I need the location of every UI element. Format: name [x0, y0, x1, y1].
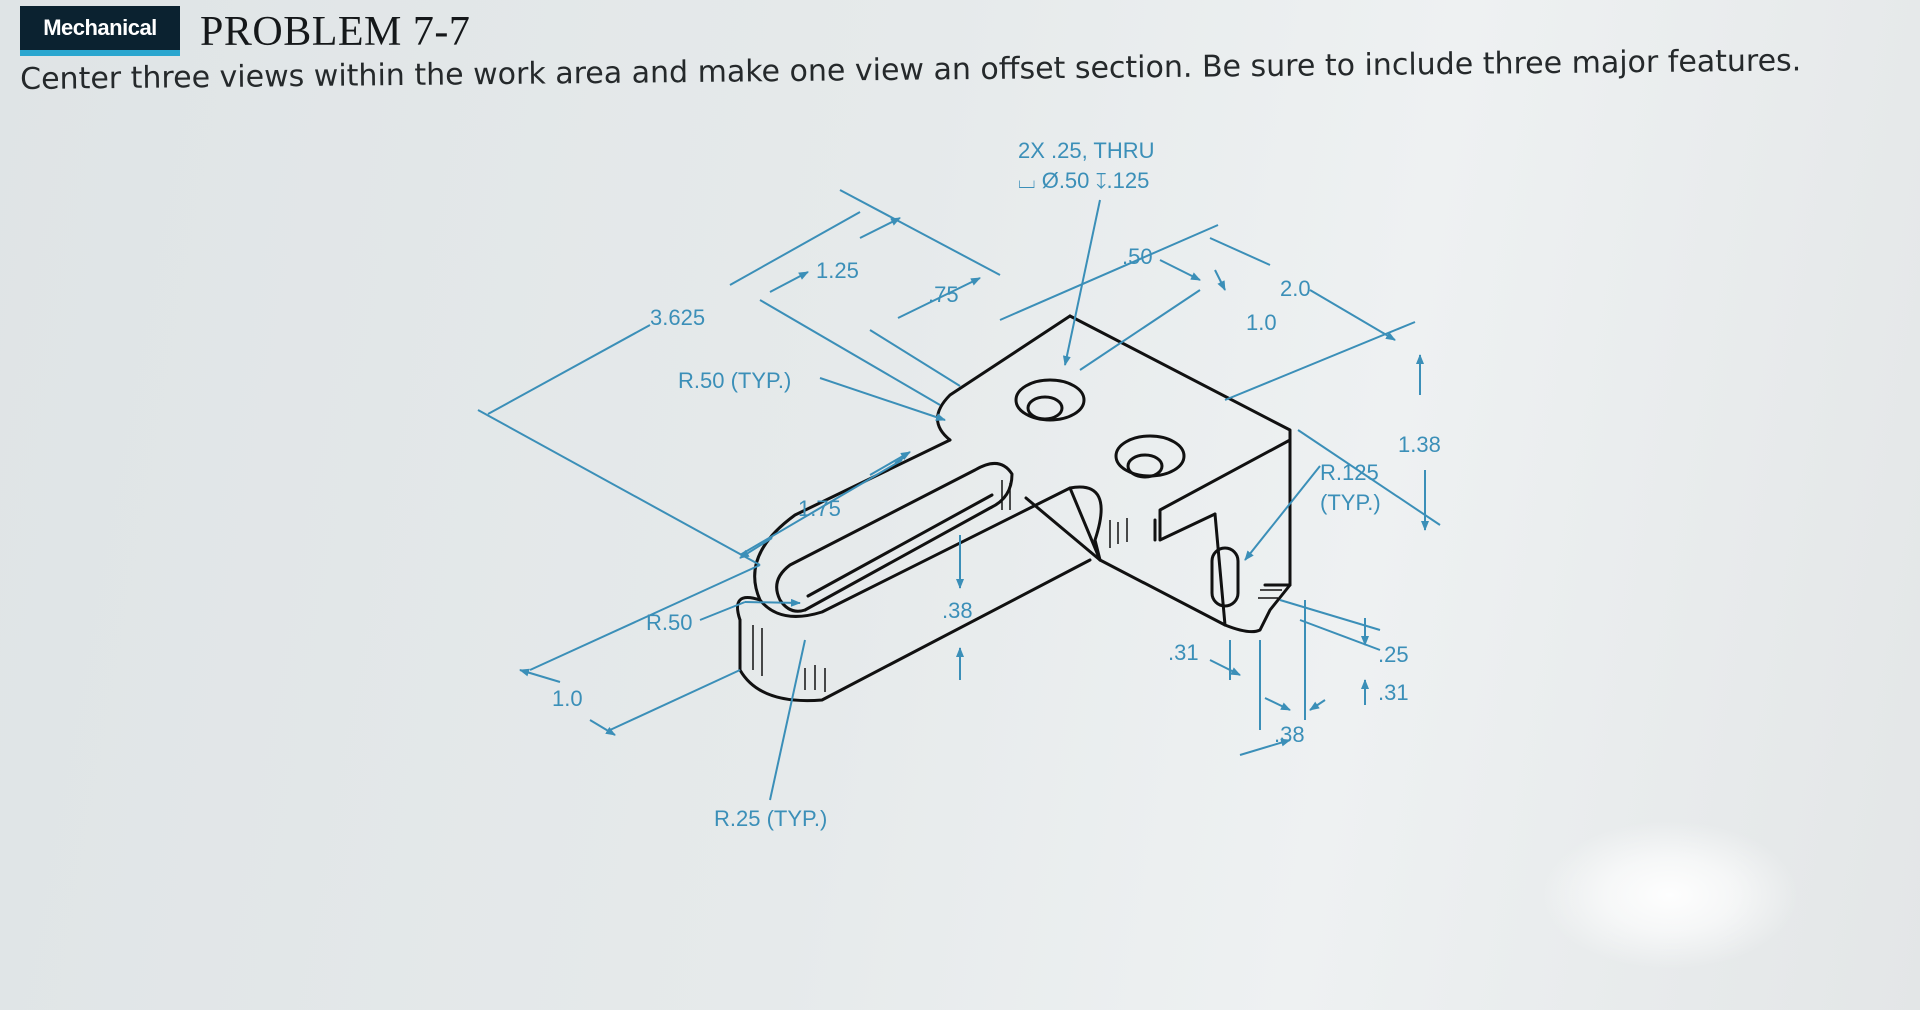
shading-strokes	[752, 480, 1282, 692]
dim-38-slot: .38	[942, 598, 973, 623]
dim-50: .50	[1122, 244, 1153, 269]
dim-38-bottom: .38	[1274, 722, 1305, 747]
callout-r50-typ: R.50 (TYP.)	[678, 368, 791, 393]
dim-25: .25	[1378, 642, 1409, 667]
callout-r125: R.125	[1320, 460, 1379, 485]
dim-10-top: 1.0	[1246, 310, 1277, 335]
callout-r50: R.50	[646, 610, 692, 635]
dim-3625: 3.625	[650, 305, 705, 330]
dim-175: 1.75	[798, 496, 841, 521]
category-badge: Mechanical	[20, 6, 180, 56]
dim-31-b: .31	[1378, 680, 1409, 705]
hole-callout-line1: 2X .25, THRU	[1018, 138, 1155, 163]
dim-10-left: 1.0	[552, 686, 583, 711]
callout-r25-typ: R.25 (TYP.)	[714, 806, 827, 831]
callout-typ: (TYP.)	[1320, 490, 1381, 515]
dim-138: 1.38	[1398, 432, 1441, 457]
dimension-lines	[477, 189, 1441, 801]
dim-75: .75	[928, 282, 959, 307]
problem-title: PROBLEM 7-7	[200, 9, 471, 55]
dim-31-a: .31	[1168, 640, 1199, 665]
dim-125: 1.25	[816, 258, 859, 283]
dim-20: 2.0	[1280, 276, 1311, 301]
hole-callout-line2: ⌴ Ø.50 ↧.125	[1018, 168, 1149, 193]
